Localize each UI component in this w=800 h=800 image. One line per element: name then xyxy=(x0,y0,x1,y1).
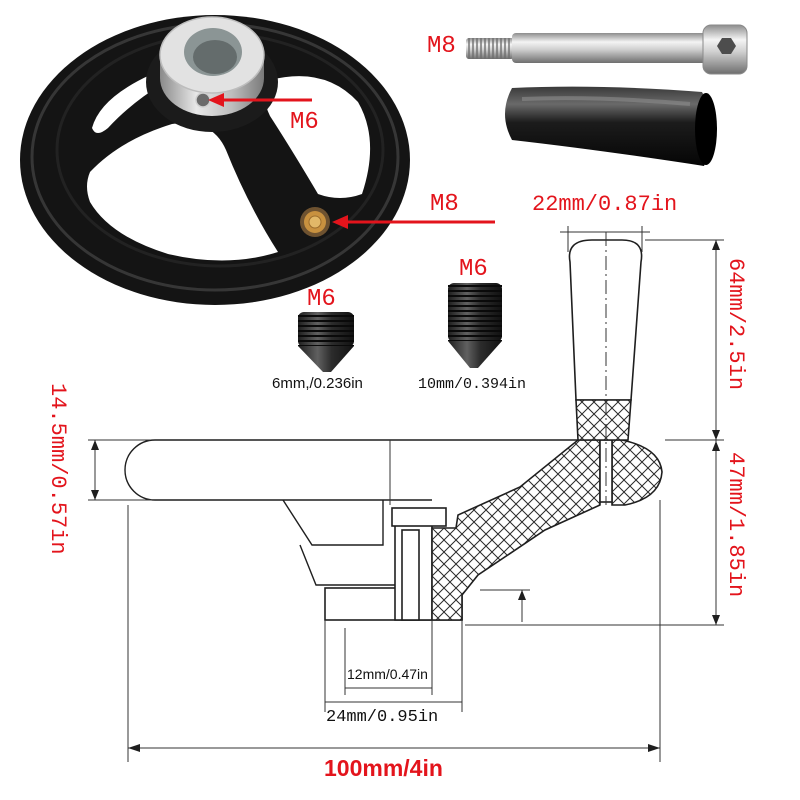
grip-height-label: 64mm/2.5in xyxy=(723,258,748,390)
rim-thickness-label: 14.5mm/0.57in xyxy=(45,383,70,555)
set-screw-short-tip xyxy=(298,346,354,372)
handwheel-photo xyxy=(20,15,410,305)
hub-set-screw-hole xyxy=(195,92,211,108)
hub-thread-label: M6 xyxy=(290,109,319,136)
grip-end-opening xyxy=(695,93,717,165)
hub-bore-shadow xyxy=(193,40,237,74)
grip-height-arrow-top xyxy=(712,240,720,250)
spoke-profile-lower xyxy=(299,544,395,586)
insert-thread-label: M8 xyxy=(430,191,459,218)
grip-drawing xyxy=(568,239,643,401)
overall-height-arrow-bottom xyxy=(712,615,720,625)
wheel-lower-hole xyxy=(87,123,278,261)
set-screw-long-thread-label: M6 xyxy=(459,256,488,283)
hub-thread-arrowhead xyxy=(208,93,224,107)
grip-highlight xyxy=(521,96,691,106)
hub-set-screw-cap xyxy=(391,507,447,527)
insert-thread-arrowhead xyxy=(332,215,348,229)
grip-stem-hatched xyxy=(575,399,632,441)
grip-body xyxy=(505,86,713,166)
set-screw-long xyxy=(448,283,502,368)
hub-step-arrow xyxy=(518,590,526,600)
set-screw-short xyxy=(298,312,354,372)
wheel-slot-hole xyxy=(92,73,164,133)
brass-insert-thread xyxy=(308,215,322,229)
set-screw-long-length-label: 10mm/0.394in xyxy=(418,376,526,393)
set-screw-short-length-label: 6mm,/0.236in xyxy=(272,375,363,392)
overall-height-arrow-top xyxy=(712,441,720,451)
set-screw-long-tip xyxy=(448,341,502,368)
wheel-right-hole xyxy=(265,76,371,198)
technical-drawing xyxy=(88,226,724,762)
bore-diameter-label: 12mm/0.47in xyxy=(347,666,428,682)
wheel-dim-arrow-right xyxy=(648,744,660,752)
bolt-thread-grooves xyxy=(466,38,512,59)
hub-bore-section xyxy=(401,529,420,621)
rim-left-end xyxy=(124,439,156,501)
bolt-photo xyxy=(466,24,748,75)
bolt-hex-socket xyxy=(717,38,736,54)
handle-boss-hatched xyxy=(611,439,663,506)
set-screw-long-threads xyxy=(448,285,502,341)
bolt-thread-label: M8 xyxy=(427,33,456,60)
overall-height-label: 47mm/1.85in xyxy=(723,452,748,597)
set-screw-short-thread-label: M6 xyxy=(307,286,336,313)
insert-thread-callout: M8 xyxy=(332,191,495,229)
bolt-shaft xyxy=(512,33,707,63)
hub-diameter-label: 24mm/0.95in xyxy=(326,708,438,727)
spoke-profile-upper xyxy=(282,499,384,546)
hub-thread-callout: M6 xyxy=(208,93,319,136)
wheel-dim-arrow-left xyxy=(128,744,140,752)
grip-diameter-label: 22mm/0.87in xyxy=(532,192,677,217)
grip-photo xyxy=(505,86,717,166)
set-screw-short-threads xyxy=(298,313,354,346)
rim-dim-arrow-bottom xyxy=(91,490,99,500)
wheel-diameter-label: 100mm/4in xyxy=(324,755,443,781)
grip-height-arrow-bottom xyxy=(712,430,720,440)
rim-dim-arrow-top xyxy=(91,440,99,450)
